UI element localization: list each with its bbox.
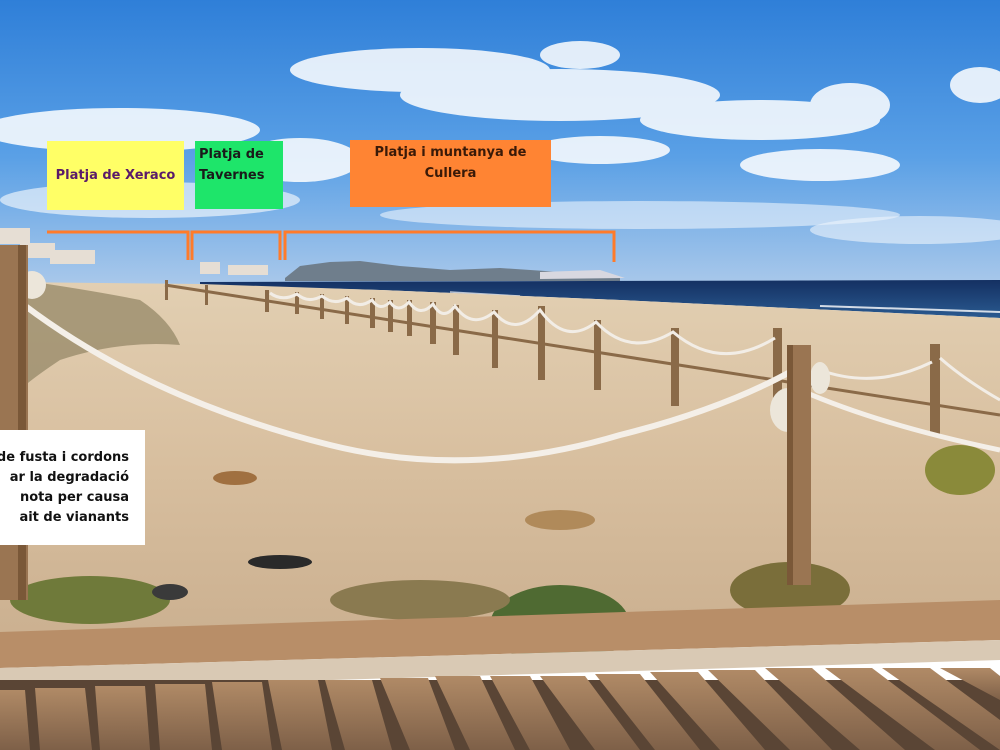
cullera-mountain <box>285 261 620 281</box>
far-fence-posts <box>165 280 940 434</box>
label-cullera-line2: Cullera <box>424 166 477 181</box>
label-tavernes-line1: Platja de <box>199 147 264 162</box>
cullera-label-bg <box>350 140 551 207</box>
sea <box>200 280 1000 318</box>
far-fence <box>164 283 1000 417</box>
label-platja-de-tavernes: Platja de Tavernes <box>195 141 283 209</box>
distant-buildings <box>0 228 268 275</box>
info-line-2: ar la degradació <box>9 470 129 485</box>
front-rope-right <box>798 387 1000 453</box>
front-rope <box>22 302 792 464</box>
label-xeraco-text: Platja de Xeraco <box>55 168 176 183</box>
far-rope <box>269 291 1000 402</box>
label-tavernes-line2: Tavernes <box>199 168 265 183</box>
info-line-1: de fusta i cordons <box>0 450 129 465</box>
label-platja-de-xeraco: Platja de Xeraco <box>47 141 184 210</box>
label-platja-de-cullera: Platja i muntanya de Cullera <box>350 140 551 207</box>
dune-vegetation <box>20 280 180 390</box>
boardwalk-planks <box>0 668 1000 750</box>
label-cullera-line1: Platja i muntanya de <box>374 145 527 160</box>
orange-brackets <box>47 230 616 262</box>
info-line-4: ait de vianants <box>19 510 129 525</box>
info-line-3: nota per causa <box>19 490 129 505</box>
tavernes-label-bg <box>195 141 283 209</box>
xeraco-label-bg <box>47 141 184 210</box>
info-caption-box: de fusta i cordons ar la degradació nota… <box>0 430 145 545</box>
boardwalk-edge <box>0 600 1000 668</box>
